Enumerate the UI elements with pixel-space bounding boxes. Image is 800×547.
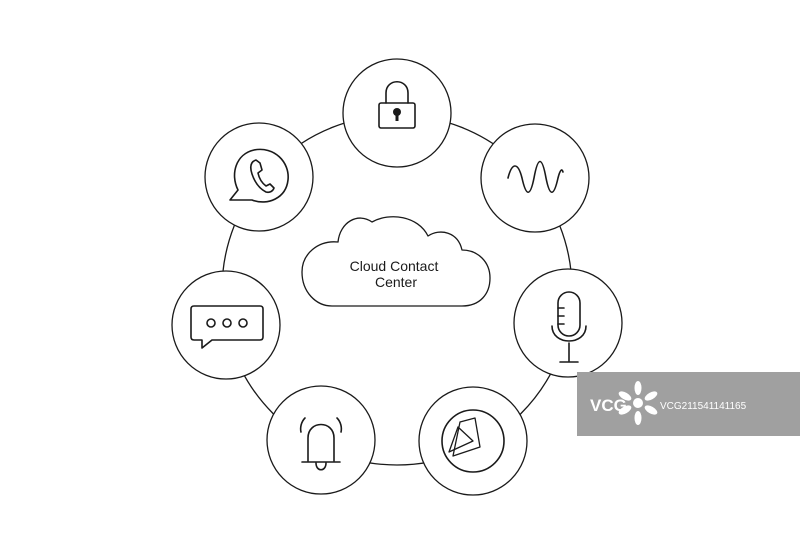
chat-bubble-icon xyxy=(190,305,264,349)
bell-icon xyxy=(299,417,343,471)
node-chat xyxy=(171,270,281,380)
vcg-watermark: VCG VCG211541141165 xyxy=(577,372,800,436)
node-bell xyxy=(266,385,376,495)
phone-chat-icon xyxy=(229,148,289,203)
microphone-icon xyxy=(551,291,587,363)
node-wave xyxy=(480,123,590,233)
padlock-icon xyxy=(378,80,416,129)
center-cloud: Cloud Contact Center xyxy=(301,216,491,307)
watermark-brand: VCG xyxy=(590,396,627,415)
watermark-code: VCG211541141165 xyxy=(660,401,747,412)
center-title-line2: Center xyxy=(375,274,417,290)
center-title-line1: Cloud Contact xyxy=(350,258,439,274)
vcg-logo-icon xyxy=(618,381,658,425)
sound-wave-icon xyxy=(507,160,564,194)
node-phone xyxy=(204,122,314,232)
node-clock xyxy=(418,386,528,496)
timer-icon xyxy=(441,409,505,473)
node-lock xyxy=(342,58,452,168)
node-mic xyxy=(513,268,623,378)
